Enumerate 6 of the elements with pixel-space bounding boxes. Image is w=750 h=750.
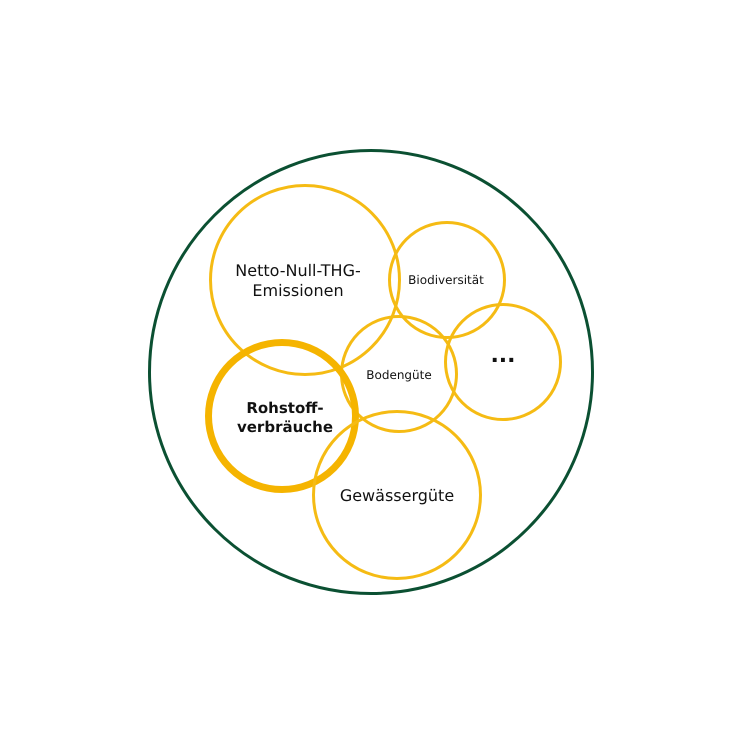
circle-label: Netto-Null-THG- Emissionen [234, 261, 362, 301]
circle-label: Rohstoff- verbräuche [236, 399, 334, 436]
circle-label: Bodengüte [365, 368, 433, 382]
circle-label: Biodiversität [407, 272, 485, 288]
circle-label: ... [489, 342, 517, 370]
circle-label: Gewässergüte [338, 486, 456, 506]
